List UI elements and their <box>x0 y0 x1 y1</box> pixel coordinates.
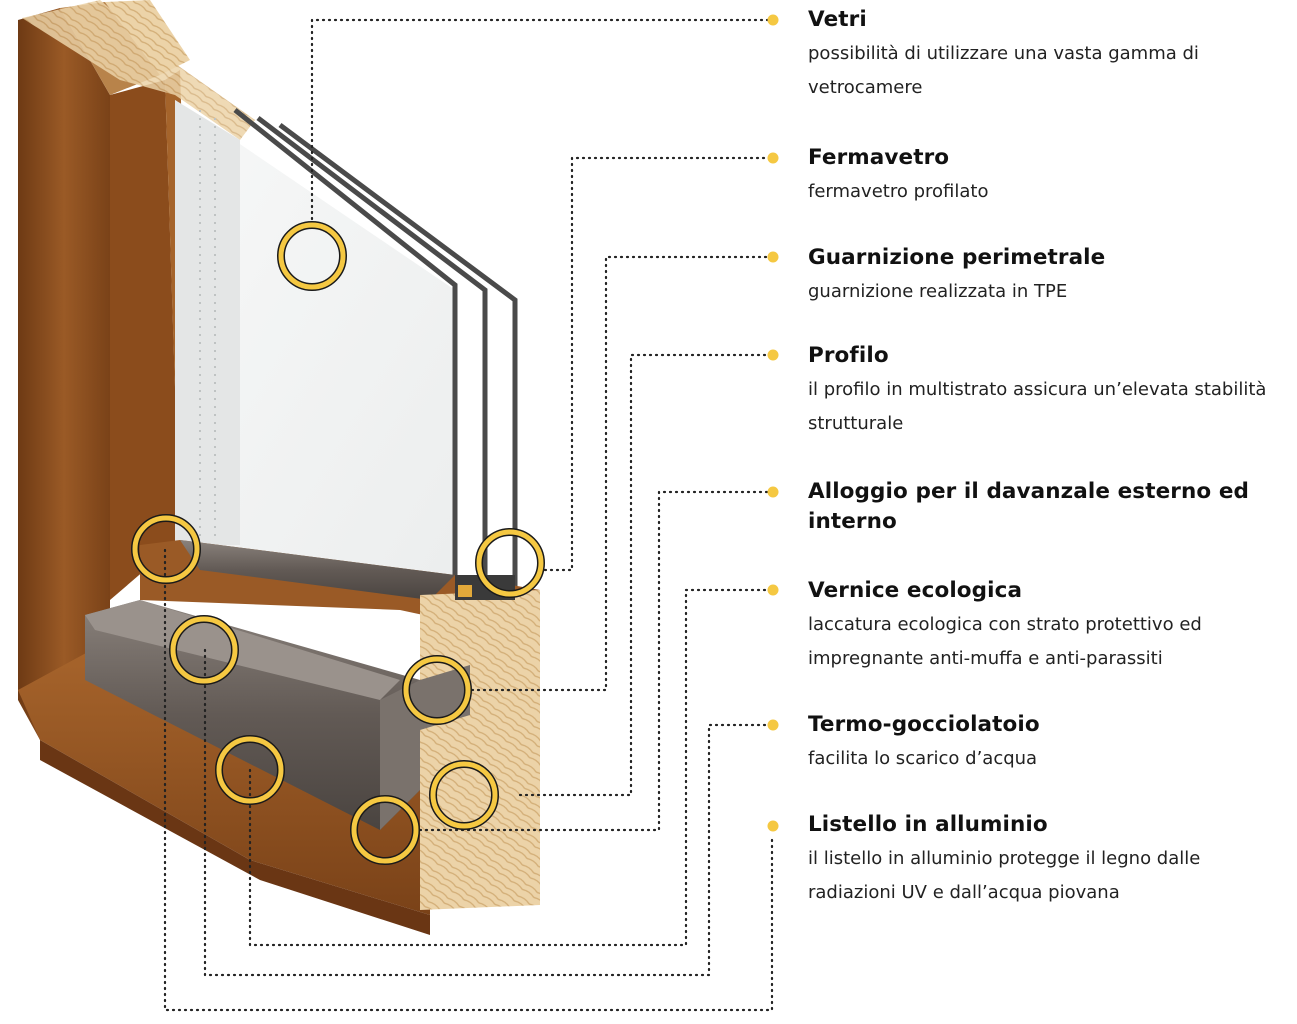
callout-marker-vernice <box>215 735 285 805</box>
aluminium-profile <box>85 600 470 830</box>
callout-marker-guarnizione <box>402 655 472 725</box>
leader-lines <box>163 18 774 1012</box>
feature-vetri: Vetri possibilità di utilizzare una vast… <box>808 5 1293 105</box>
callout-marker-termo <box>169 615 239 685</box>
feature-title: Listello in alluminio <box>808 812 1048 837</box>
feature-alloggio-davanzale: Alloggio per il davanzale esterno ed int… <box>808 477 1293 537</box>
callout-marker-fermavetro <box>475 528 545 598</box>
feature-title: Fermavetro <box>808 145 950 170</box>
glazing <box>175 100 518 595</box>
feature-description: il profilo in multistrato assicura un’el… <box>808 379 1267 434</box>
feature-description: facilita lo scarico d’acqua <box>808 748 1038 769</box>
feature-title: Alloggio per il davanzale esterno ed int… <box>808 479 1250 534</box>
feature-description: il listello in alluminio protegge il leg… <box>808 848 1201 903</box>
feature-description: guarnizione realizzata in TPE <box>808 281 1068 302</box>
feature-vernice-ecologica: Vernice ecologica laccatura ecologica co… <box>808 576 1293 676</box>
feature-fermavetro: Fermavetro fermavetro profilato <box>808 143 1293 209</box>
callout-marker-vetri <box>277 221 347 291</box>
feature-title: Vetri <box>808 7 867 32</box>
feature-title: Vernice ecologica <box>808 578 1023 603</box>
callout-marker-listello <box>131 514 201 584</box>
feature-description: laccatura ecologica con strato protettiv… <box>808 614 1202 669</box>
feature-termo-gocciolatoio: Termo-gocciolatoio facilita lo scarico d… <box>808 710 1293 776</box>
feature-title: Profilo <box>808 343 889 368</box>
feature-guarnizione-perimetrale: Guarnizione perimetrale guarnizione real… <box>808 243 1293 309</box>
callout-marker-profilo <box>429 760 499 830</box>
feature-title: Termo-gocciolatoio <box>808 712 1040 737</box>
feature-title: Guarnizione perimetrale <box>808 245 1106 270</box>
feature-description: fermavetro profilato <box>808 181 989 202</box>
callout-marker-alloggio <box>350 795 420 865</box>
callout-markers <box>131 221 545 865</box>
feature-profilo: Profilo il profilo in multistrato assicu… <box>808 341 1293 441</box>
feature-description: possibilità di utilizzare una vasta gamm… <box>808 43 1199 98</box>
feature-listello-alluminio: Listello in alluminio il listello in all… <box>808 810 1293 910</box>
bullet-dots <box>767 14 779 832</box>
